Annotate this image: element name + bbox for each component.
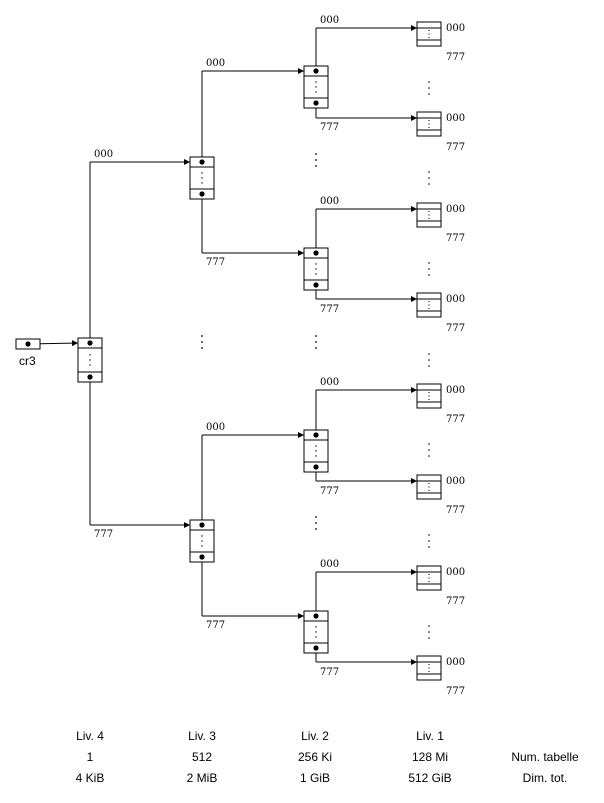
level-1-name: Liv. 1 bbox=[416, 729, 444, 743]
level-3-table-last bbox=[189, 519, 215, 563]
level-1-table-2 bbox=[416, 111, 442, 137]
level-1-table-4 bbox=[416, 292, 442, 318]
level-2-name: Liv. 2 bbox=[301, 729, 329, 743]
l2-3-first-label: 000 bbox=[320, 377, 339, 388]
entry-000-pointer bbox=[313, 68, 319, 74]
level-1-table-7-label-000: 000 bbox=[446, 567, 465, 578]
level-1-table-7 bbox=[416, 565, 442, 591]
entry-777-pointer bbox=[313, 282, 319, 288]
num-tables-row-label: Num. tabelle bbox=[511, 750, 579, 764]
level-3-table-first bbox=[189, 156, 215, 200]
table-nodes bbox=[15, 21, 442, 681]
level-1-table-8-label-777: 777 bbox=[446, 686, 465, 697]
page-table-tree-diagram: cr3 000 777 000 777 000 777 000 777 000 777 000 777 0… bbox=[15, 15, 465, 697]
cr3-pointer bbox=[25, 341, 31, 347]
level-1-table-4-label-000: 000 bbox=[446, 294, 465, 305]
level-4-num-tables: 1 bbox=[86, 750, 94, 764]
level-1-ellipsis-6 bbox=[428, 534, 430, 548]
cr3-label: cr3 bbox=[19, 354, 36, 368]
entry-000-pointer bbox=[313, 432, 319, 438]
l3b-to-l2-last-label: 777 bbox=[206, 620, 225, 631]
level-1-ellipsis-2 bbox=[428, 171, 430, 185]
level-1-ellipsis-4 bbox=[428, 353, 430, 367]
total-size-row-label: Dim. tot. bbox=[522, 771, 568, 785]
entry-000-pointer bbox=[313, 613, 319, 619]
l2-4-first-label: 000 bbox=[320, 559, 339, 570]
level-2-table-3 bbox=[303, 429, 329, 473]
level-1-table-5-label-777: 777 bbox=[446, 414, 465, 425]
l2-2-first-label: 000 bbox=[320, 196, 339, 207]
index-labels: cr3 000 777 000 777 000 777 000 777 000 777 000 777 0… bbox=[19, 15, 465, 697]
l4-to-l3-first-label: 000 bbox=[94, 149, 113, 160]
level-1-table-8-label-000: 000 bbox=[446, 657, 465, 668]
level-1-table-6-label-777: 777 bbox=[446, 505, 465, 516]
level-2-table-4 bbox=[303, 610, 329, 654]
level-1-table-3-label-777: 777 bbox=[446, 233, 465, 244]
level-3-name: Liv. 3 bbox=[188, 729, 216, 743]
level-1-table-5 bbox=[416, 383, 442, 409]
l4-to-l3-last-label: 777 bbox=[94, 529, 113, 540]
level-1-table-1 bbox=[416, 21, 442, 47]
level-1-table-6-label-000: 000 bbox=[446, 476, 465, 487]
level-1-table-2-label-777: 777 bbox=[446, 142, 465, 153]
level-3-ellipsis bbox=[201, 335, 203, 349]
level-3-num-tables: 512 bbox=[191, 750, 213, 764]
l3b-to-l2-first-label: 000 bbox=[206, 422, 225, 433]
level-1-total-size: 512 GiB bbox=[408, 771, 452, 785]
entry-777-pointer bbox=[313, 645, 319, 651]
l2-3-last-label: 777 bbox=[320, 486, 339, 497]
level-4-name: Liv. 4 bbox=[76, 729, 104, 743]
level-1-table-3 bbox=[416, 202, 442, 228]
entry-777-pointer bbox=[313, 464, 319, 470]
entry-000-pointer bbox=[313, 250, 319, 256]
entry-777-pointer bbox=[199, 191, 205, 197]
level-1-table-1-label-000: 000 bbox=[446, 23, 465, 34]
l2-2-last-label: 777 bbox=[320, 304, 339, 315]
level-2-total-size: 1 GiB bbox=[299, 771, 330, 785]
level-1-table-1-label-777: 777 bbox=[446, 52, 465, 63]
level-2-table-2 bbox=[303, 247, 329, 291]
entry-777-pointer bbox=[199, 554, 205, 560]
level-1-ellipsis-7 bbox=[428, 625, 430, 639]
level-2-ellipsis-1 bbox=[315, 153, 317, 167]
entry-777-pointer bbox=[87, 374, 93, 380]
l3a-to-l2-first-label: 000 bbox=[206, 58, 225, 69]
level-2-ellipsis-2 bbox=[315, 335, 317, 349]
entry-000-pointer bbox=[87, 340, 93, 346]
ellipsis-dots bbox=[201, 81, 430, 639]
level-1-table-5-label-000: 000 bbox=[446, 385, 465, 396]
level-1-ellipsis-3 bbox=[428, 262, 430, 276]
l2-4-last-label: 777 bbox=[320, 667, 339, 678]
entry-777-pointer bbox=[313, 100, 319, 106]
level-2-num-tables: 256 Ki bbox=[297, 750, 333, 764]
entry-000-pointer bbox=[199, 159, 205, 165]
level-4-table bbox=[77, 337, 103, 383]
l3a-to-l2-last-label: 777 bbox=[206, 257, 225, 268]
level-4-total-size: 4 KiB bbox=[75, 771, 105, 785]
pointer-edges bbox=[27, 25, 417, 665]
entry-000-pointer bbox=[199, 522, 205, 528]
level-1-table-6 bbox=[416, 474, 442, 500]
level-2-ellipsis-3 bbox=[315, 516, 317, 530]
level-1-table-3-label-000: 000 bbox=[446, 204, 465, 215]
l2-1-first-label: 000 bbox=[320, 15, 339, 26]
level-1-ellipsis-1 bbox=[428, 81, 430, 95]
level-1-num-tables: 128 Mi bbox=[411, 750, 449, 764]
l2-1-last-label: 777 bbox=[320, 122, 339, 133]
level-1-table-8 bbox=[416, 655, 442, 681]
level-3-total-size: 2 MiB bbox=[186, 771, 218, 785]
level-1-table-2-label-000: 000 bbox=[446, 113, 465, 124]
level-2-table-1 bbox=[303, 65, 329, 109]
level-1-ellipsis-5 bbox=[428, 443, 430, 457]
level-1-table-4-label-777: 777 bbox=[446, 323, 465, 334]
level-1-table-7-label-777: 777 bbox=[446, 596, 465, 607]
